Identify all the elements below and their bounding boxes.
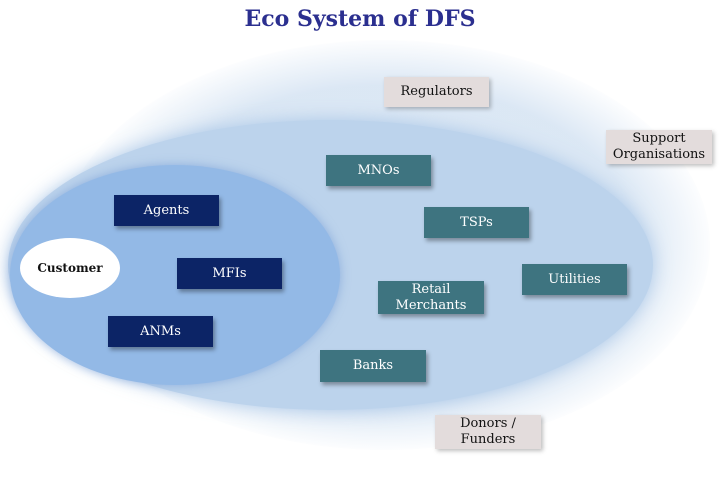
diagram-title: Eco System of DFS	[244, 6, 476, 32]
anms-box: ANMs	[108, 316, 213, 347]
utilities-box: Utilities	[522, 264, 627, 295]
tsps-box: TSPs	[424, 207, 529, 238]
donors-funders-box: Donors / Funders	[435, 415, 541, 449]
customer-node: Customer	[20, 238, 120, 298]
mfis-box: MFIs	[177, 258, 282, 289]
retail-merchants-box: Retail Merchants	[378, 281, 484, 314]
support-organisations-box: Support Organisations	[606, 130, 712, 164]
banks-box: Banks	[320, 350, 426, 382]
mnos-box: MNOs	[326, 155, 431, 186]
agents-box: Agents	[114, 195, 219, 226]
regulators-box: Regulators	[384, 77, 489, 107]
